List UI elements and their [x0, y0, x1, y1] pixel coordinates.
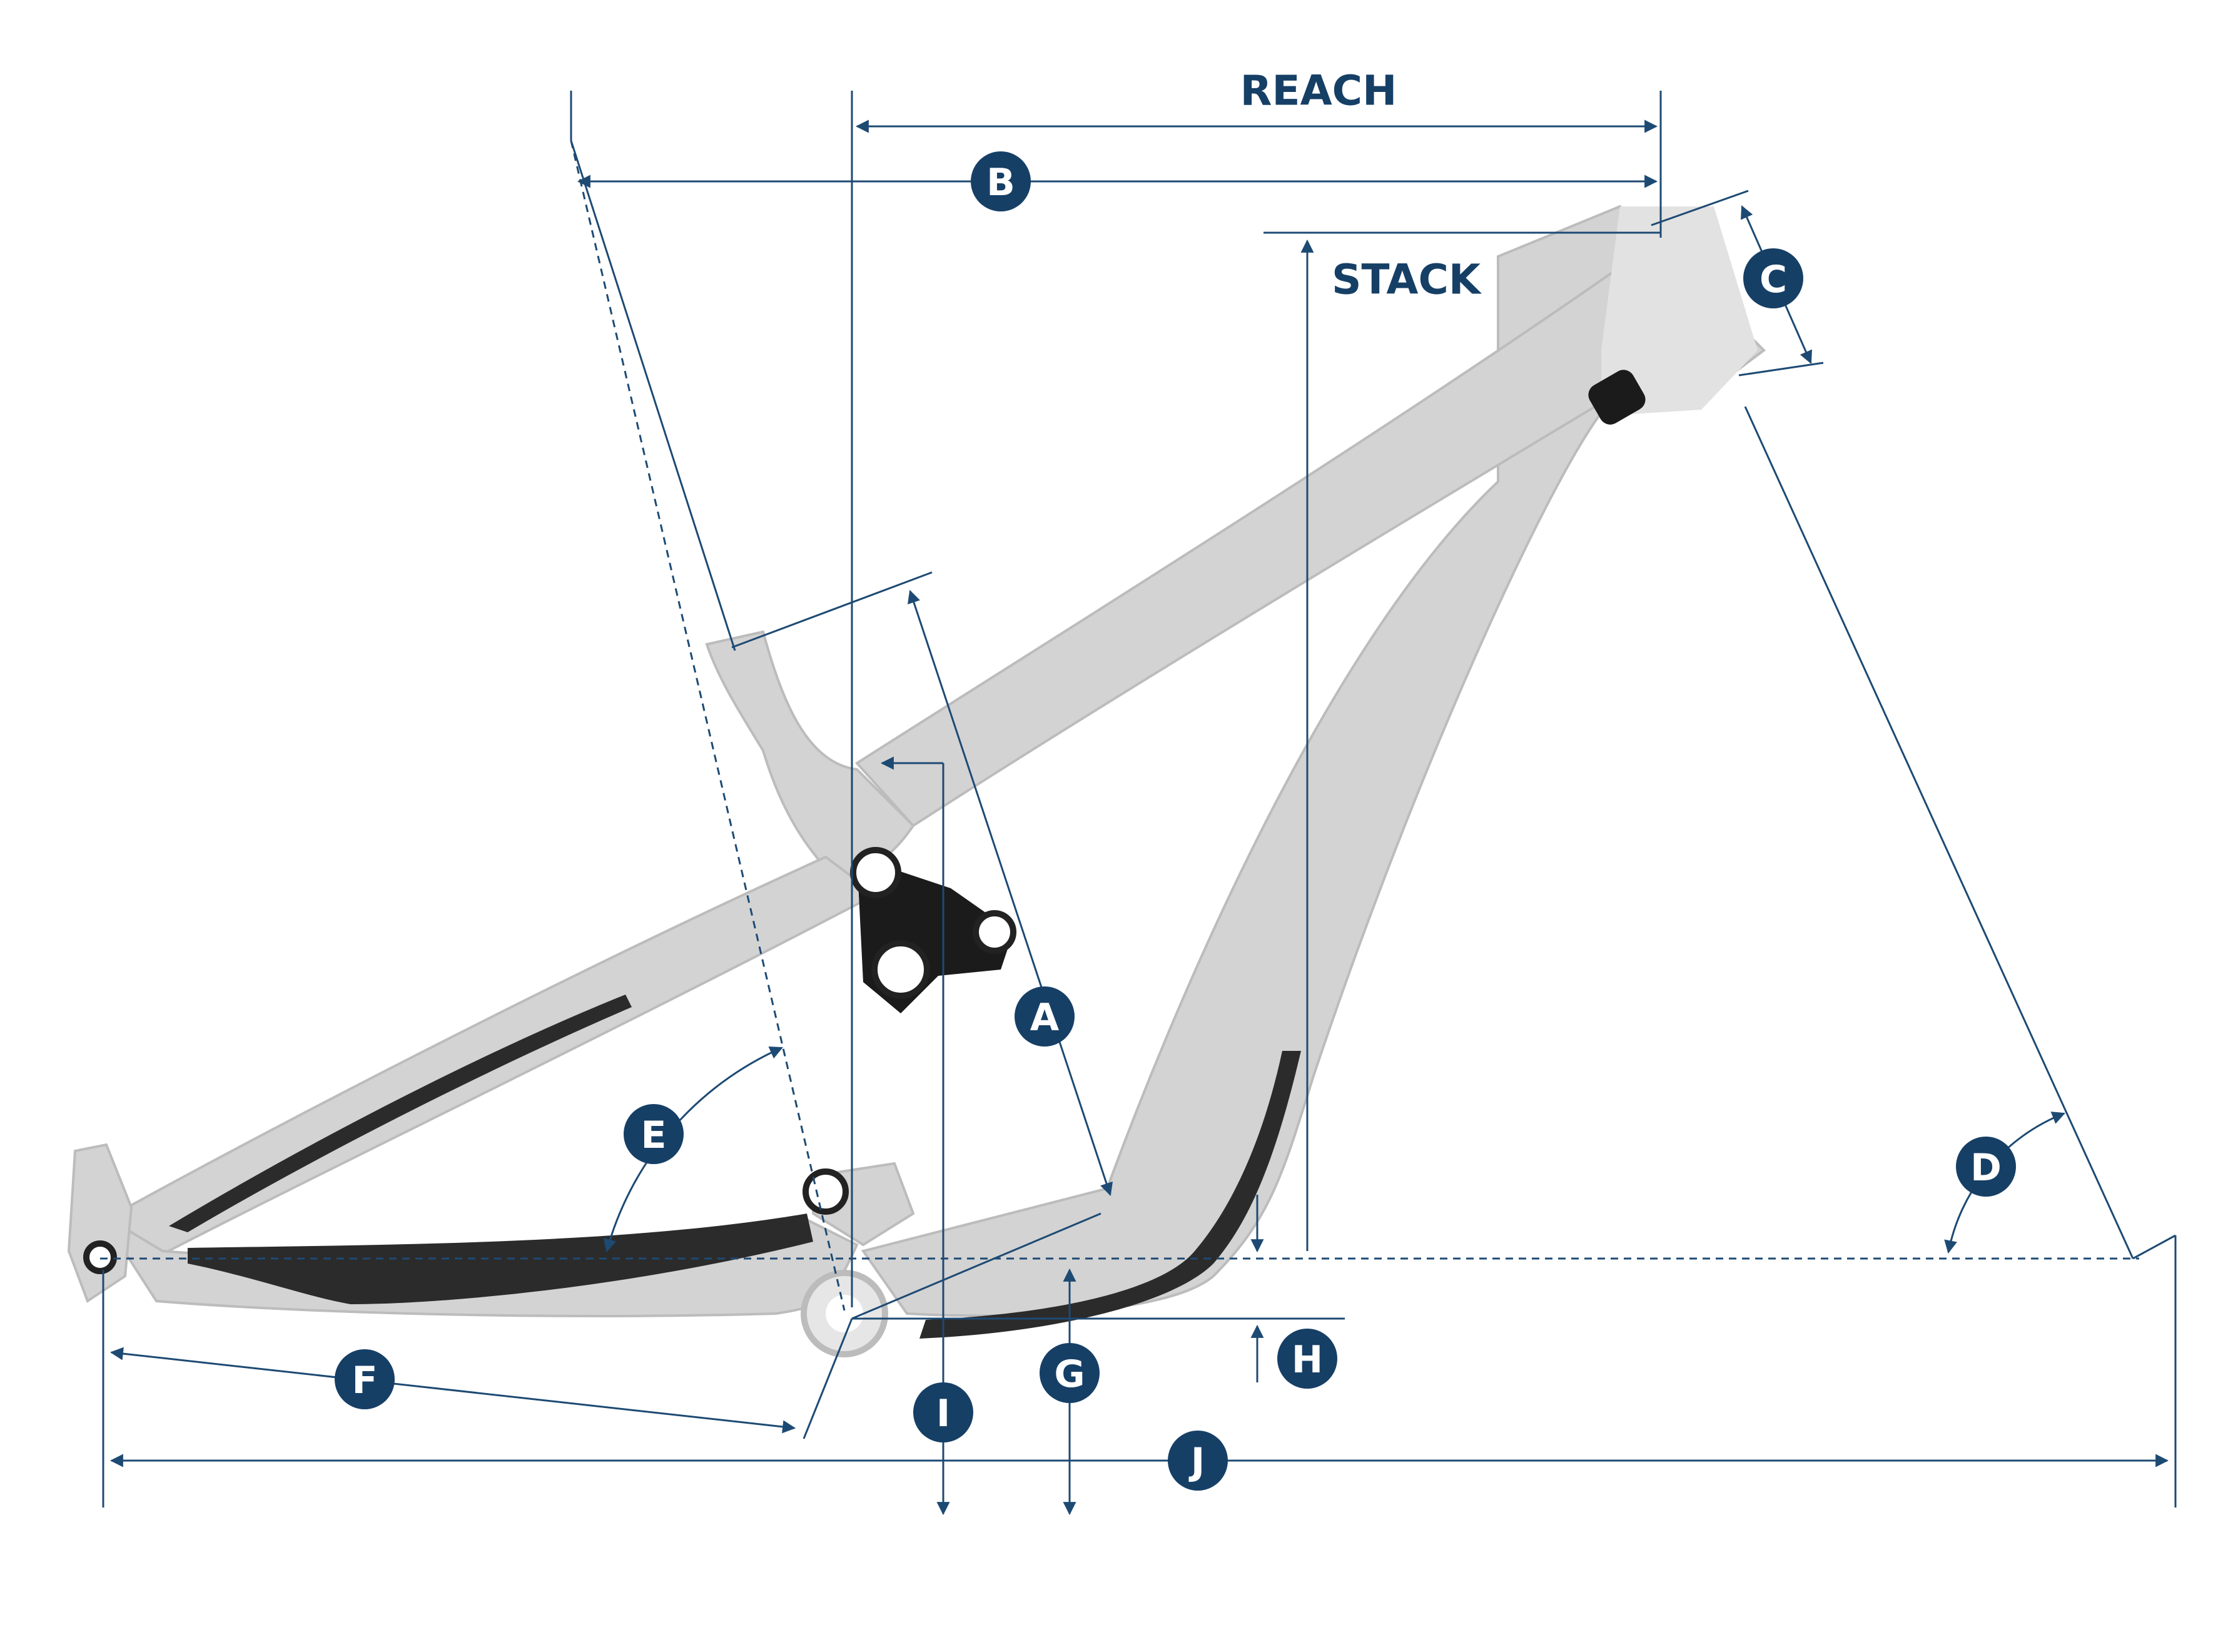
marker-f: F: [335, 1349, 395, 1409]
rear-dropout: [67, 1143, 133, 1304]
c-top-extension: [1651, 190, 1749, 226]
marker-b: B: [971, 151, 1031, 211]
seatstay-accent: [169, 995, 632, 1232]
reach-label: REACH: [1240, 67, 1397, 115]
f-bb-extension: [803, 1318, 853, 1439]
marker-j-label: J: [1188, 1440, 1205, 1484]
marker-j: J: [1168, 1431, 1228, 1491]
pivot-lower: [803, 1168, 849, 1215]
stack-label: STACK: [1332, 256, 1482, 304]
marker-a-label: A: [1030, 996, 1060, 1040]
a-dimension: [907, 590, 1113, 1196]
marker-e-label: E: [641, 1113, 667, 1157]
f-dimension: [109, 1347, 796, 1434]
marker-g-label: G: [1054, 1352, 1085, 1396]
marker-g: G: [1040, 1343, 1100, 1403]
cable-port: [1588, 370, 1646, 425]
top-tube: [854, 261, 1691, 828]
pivot-rocker: [973, 910, 1016, 954]
marker-h: H: [1277, 1329, 1337, 1389]
a-top-extension: [731, 571, 933, 649]
bottom-bracket-bore: [826, 1295, 863, 1332]
down-tube: [861, 205, 1766, 1317]
head-angle-line: [1744, 406, 2134, 1259]
effective-seat-angle-line: [570, 140, 846, 1311]
marker-d: D: [1956, 1137, 2016, 1197]
marker-d-label: D: [1970, 1146, 2002, 1190]
marker-h-label: H: [1292, 1338, 1323, 1382]
head-tube: [1601, 206, 1758, 416]
marker-e: E: [624, 1104, 684, 1164]
marker-b-label: B: [986, 161, 1015, 205]
marker-c: C: [1743, 248, 1803, 308]
c-bottom-extension: [1738, 362, 1824, 377]
marker-i-label: I: [936, 1392, 950, 1436]
seat-tube-extension: [570, 140, 736, 651]
marker-a: A: [1015, 986, 1075, 1046]
pivot-upper: [850, 847, 901, 898]
marker-c-label: C: [1760, 258, 1787, 302]
downtube-guard: [919, 1051, 1301, 1339]
rear-axle: [83, 1240, 117, 1274]
head-angle-end: [2132, 1234, 2176, 1260]
bike-frame: [67, 205, 1766, 1357]
marker-i: I: [913, 1382, 973, 1442]
marker-f-label: F: [352, 1359, 378, 1402]
pivot-mid: [871, 940, 930, 999]
g-bb-line: [851, 1212, 1101, 1320]
